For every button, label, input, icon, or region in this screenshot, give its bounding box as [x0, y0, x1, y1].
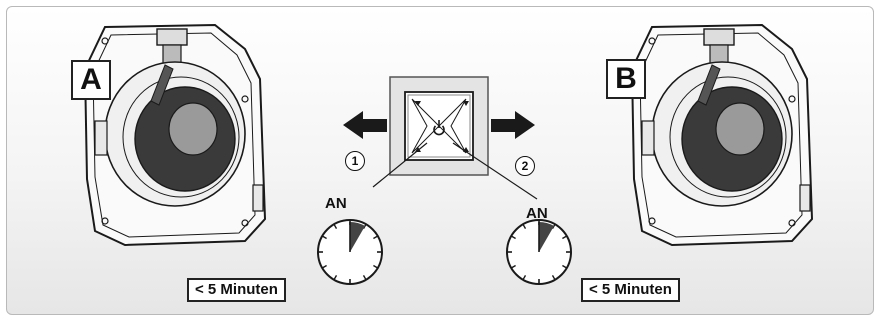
step-number-2: 2 [515, 156, 535, 176]
arrow-left-icon [343, 111, 387, 139]
panel-label-b: B [606, 59, 646, 99]
fan-unit-b [631, 24, 813, 246]
arrow-right-icon [491, 111, 535, 139]
power-icon [433, 120, 445, 136]
timer-icon [506, 219, 572, 285]
step-number-1: 1 [345, 151, 365, 171]
on-label-2: AN [526, 205, 548, 222]
duration-label-1: < 5 Minuten [187, 278, 286, 302]
duration-label-2: < 5 Minuten [581, 278, 680, 302]
on-label-1: AN [325, 195, 347, 212]
leader-line-left [372, 142, 428, 188]
fan-setting-diagram [84, 24, 813, 285]
wall-switch [389, 76, 489, 176]
timer-icon [317, 219, 383, 285]
fan-unit-a [84, 24, 266, 246]
diagram-frame: A B 1 2 AN AN < 5 Minuten < 5 Minuten [6, 6, 874, 315]
panel-label-a: A [71, 60, 111, 100]
leader-line-right [452, 142, 538, 200]
